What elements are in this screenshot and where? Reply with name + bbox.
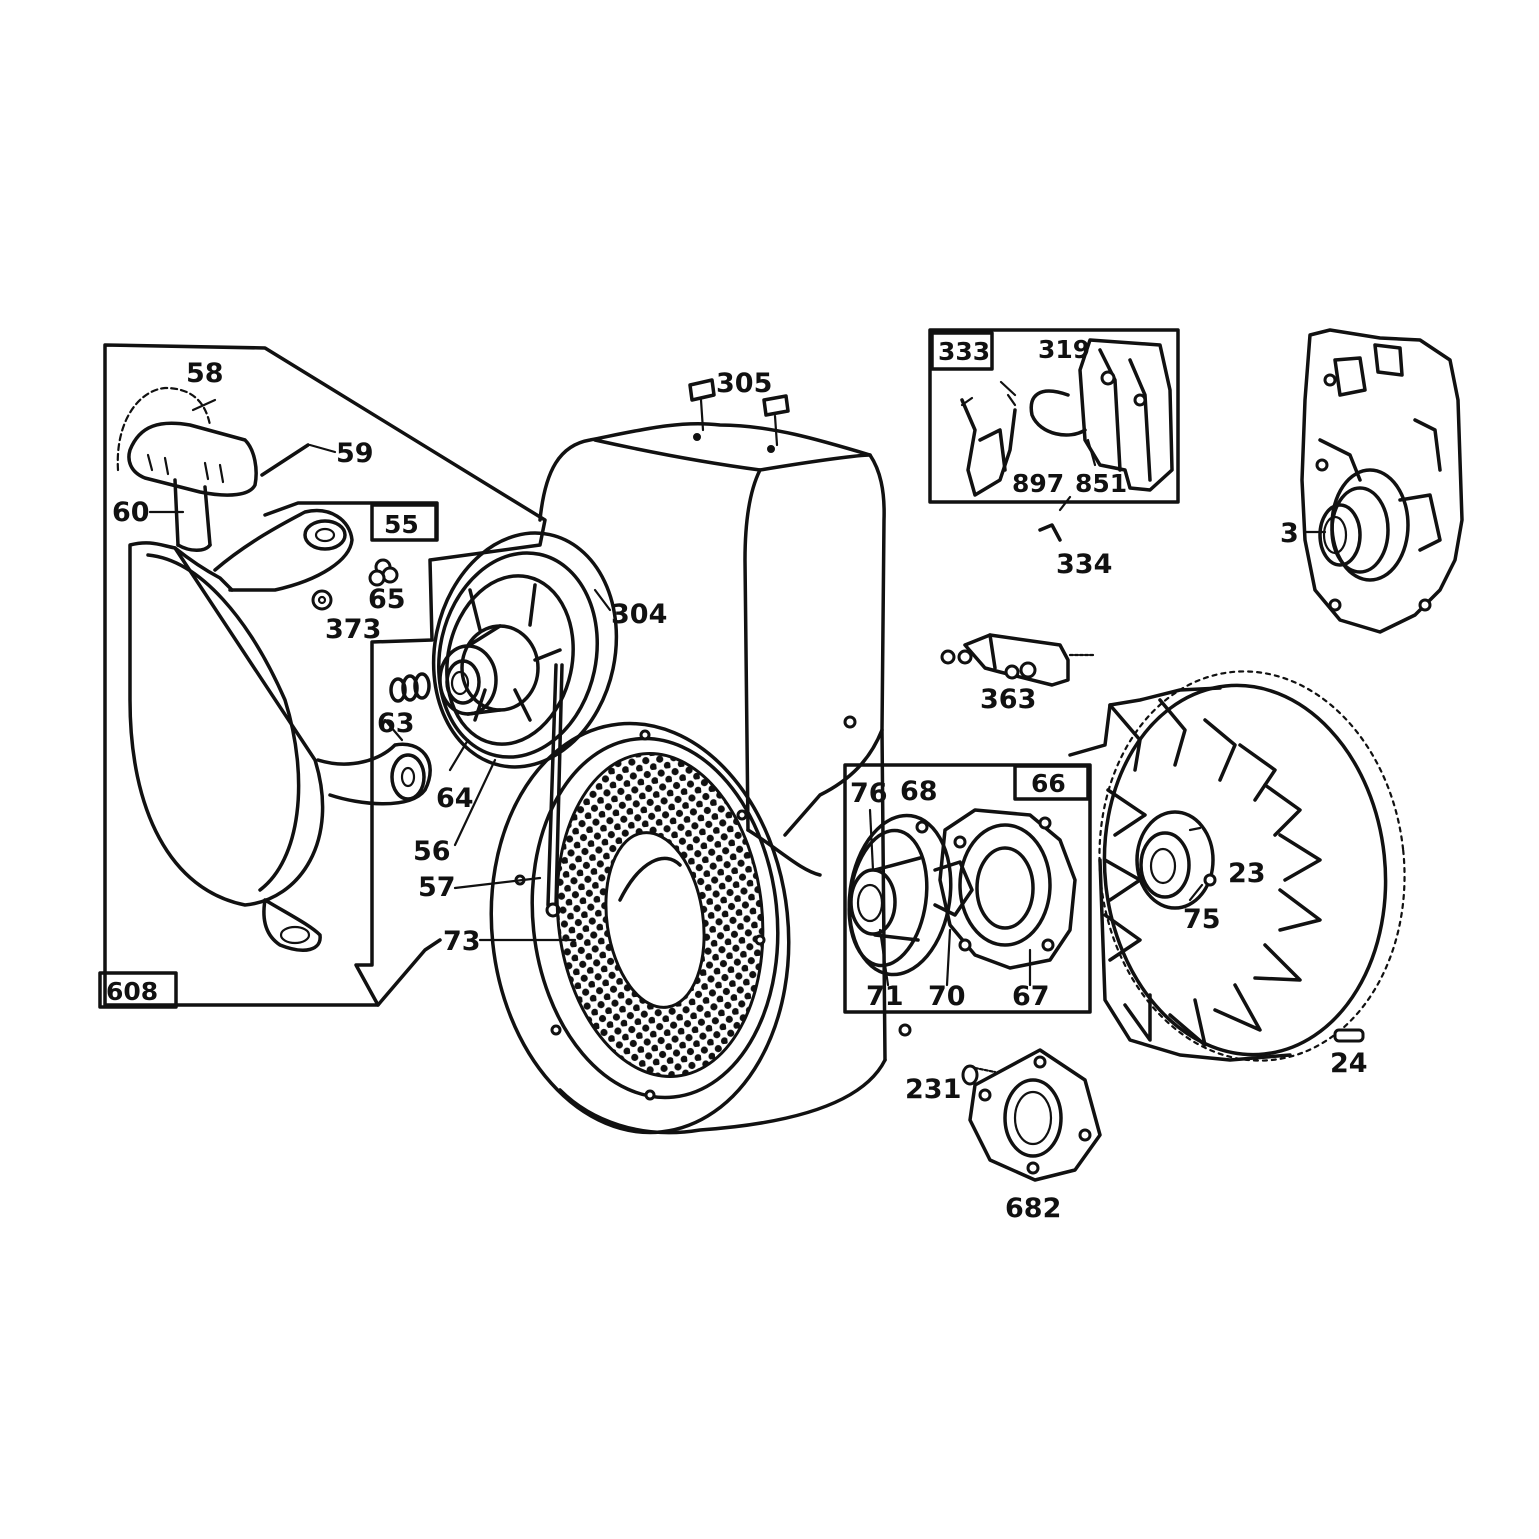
callout-305: 305: [716, 368, 772, 399]
bolts-305: [688, 378, 790, 447]
starter-pulley: [431, 531, 619, 769]
kit-55-outline: [263, 501, 439, 542]
kit-333-outline: [928, 328, 1180, 504]
kit-66-outline: [843, 763, 1092, 1014]
engine-block: [1300, 328, 1464, 634]
clutch-housing-67: [933, 808, 1077, 970]
pin-59: [260, 443, 310, 477]
screw-231: [961, 1064, 997, 1086]
callout-68: 68: [900, 776, 938, 807]
callout-23: 23: [1228, 858, 1266, 889]
callout-608: 608: [106, 977, 158, 1006]
rotating-screen: [489, 721, 912, 1135]
starter-housing: [128, 508, 432, 952]
starter-rope-57: [546, 663, 564, 907]
spring-63: [389, 672, 431, 703]
callout-71: 71: [866, 981, 904, 1012]
callout-58: 58: [186, 358, 224, 389]
callout-334: 334: [1056, 549, 1112, 580]
bracket-363: [940, 633, 1097, 687]
wire-334: [1038, 523, 1062, 542]
callout-24: 24: [1330, 1048, 1368, 1079]
callout-76: 76: [850, 778, 888, 809]
callout-57: 57: [418, 872, 456, 903]
callout-333: 333: [938, 337, 990, 366]
callout-75: 75: [1183, 904, 1221, 935]
blower-housing: [538, 421, 887, 1135]
leader-lines: [148, 380, 1327, 987]
callout-897: 897: [1012, 469, 1064, 498]
callout-64: 64: [436, 783, 474, 814]
callout-851: 851: [1075, 469, 1127, 498]
callout-682: 682: [1005, 1193, 1061, 1224]
callout-65: 65: [368, 584, 406, 615]
callout-3: 3: [1280, 518, 1299, 549]
nuts-65-373: [311, 558, 399, 611]
key-24: [1333, 1028, 1365, 1043]
ball-68: [915, 820, 929, 834]
callout-70: 70: [928, 981, 966, 1012]
callout-67: 67: [1012, 981, 1050, 1012]
callout-59: 59: [336, 438, 374, 469]
ignition-clip-897: [960, 393, 1017, 497]
kit-608-outline: [98, 343, 547, 1009]
callout-labels: 58 59 60 55 65 373 63 64 56 57 73 608 30…: [106, 335, 1368, 1224]
starter-handle: [116, 386, 258, 552]
callout-363: 363: [980, 684, 1036, 715]
callout-55: 55: [384, 510, 419, 539]
callout-66: 66: [1031, 769, 1066, 798]
callout-73: 73: [443, 926, 481, 957]
adapter-682: [968, 1048, 1102, 1182]
flywheel: [1068, 670, 1406, 1062]
callout-304: 304: [611, 599, 667, 630]
callout-319: 319: [1038, 335, 1090, 364]
starter-clutch-76: [847, 813, 953, 977]
callout-60: 60: [112, 497, 150, 528]
callout-63: 63: [377, 708, 415, 739]
armature-319: [1029, 338, 1174, 492]
callout-373: 373: [325, 614, 381, 645]
callout-56: 56: [413, 836, 451, 867]
callout-231: 231: [905, 1074, 961, 1105]
